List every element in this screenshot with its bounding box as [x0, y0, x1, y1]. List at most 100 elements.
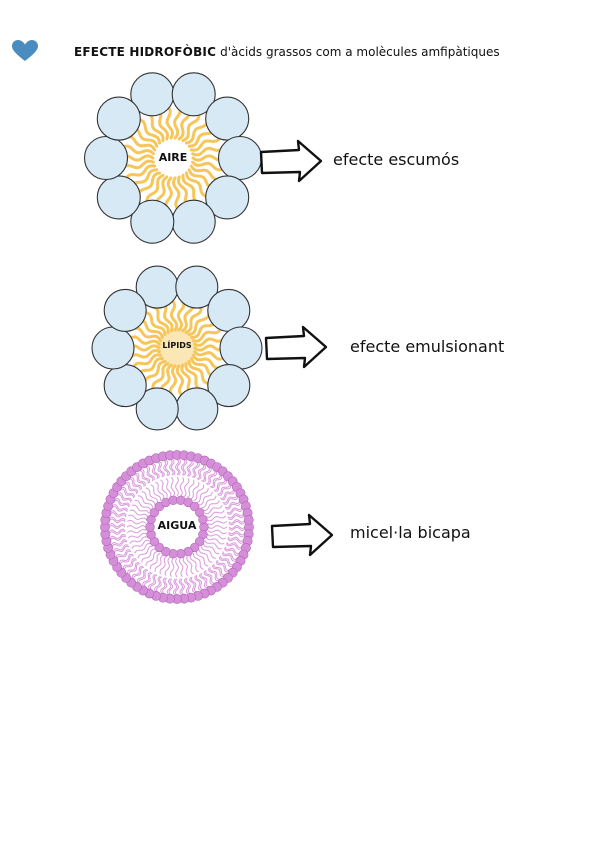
lipid-tail: [228, 520, 246, 526]
lipid-tail: [145, 550, 158, 567]
lipid-tail: [140, 468, 151, 483]
lipid-tail: [183, 478, 190, 498]
lipid-tail: [183, 578, 190, 595]
fatty-acid-tail: [145, 111, 165, 143]
fatty-acid-tail: [193, 336, 226, 347]
polar-head: [96, 96, 141, 141]
lipid-tail: [126, 525, 147, 529]
lipid-tail: [185, 577, 191, 595]
lipid-tail: [225, 543, 242, 550]
bilayer-micelle-diagram: AIGUA: [100, 450, 254, 604]
fatty-acid-tail: [189, 164, 222, 182]
fatty-acid-tail: [173, 104, 182, 140]
lipid-tail: [209, 567, 221, 581]
fatty-acid-tail: [191, 160, 226, 172]
fatty-acid-tail: [175, 364, 185, 398]
lipid-tail: [116, 550, 132, 560]
fatty-acid-tail: [187, 310, 211, 337]
lipid-tail: [128, 478, 141, 491]
fatty-acid-tail: [143, 359, 167, 386]
lipid-tail: [209, 474, 221, 488]
lipid-tail: [202, 543, 220, 555]
lipid-tail: [178, 557, 184, 578]
lipid-tail: [175, 476, 179, 497]
lipid-tail: [108, 524, 126, 530]
result-label-emulsion: efecte emulsionant: [350, 337, 505, 356]
lipid-tail: [214, 480, 227, 492]
polar-head: [171, 199, 216, 244]
fatty-acid-tail: [151, 304, 170, 334]
polar-head: [171, 72, 216, 117]
lipid-tail: [205, 570, 215, 584]
lipid-tail: [125, 481, 139, 493]
lipid-tail: [112, 544, 129, 552]
result-label-foam: efecte escumós: [333, 150, 460, 169]
lipid-tail: [149, 552, 161, 570]
fatty-acid-tail: [145, 173, 165, 205]
lipid-tail: [168, 458, 174, 476]
lipid-tail: [170, 458, 176, 476]
lipid-tail: [116, 494, 132, 503]
fatty-acid-tail: [131, 326, 163, 343]
polar-heads: [91, 265, 263, 431]
lipid-tail: [193, 484, 205, 502]
lipid-tail: [159, 555, 168, 575]
lipid-tail: [222, 494, 238, 504]
lipid-tail: [134, 499, 152, 511]
lipid-tail: [131, 539, 150, 549]
lipid-tail: [182, 459, 188, 476]
lipid-tail: [144, 466, 154, 482]
lipid-tail: [141, 491, 156, 506]
lipid-tail: [227, 513, 245, 519]
lipid-tail: [129, 509, 149, 518]
lipid-tail: [176, 458, 182, 476]
fatty-acid-tail: [184, 304, 203, 334]
lipid-tail: [228, 526, 246, 532]
polar-head: [83, 135, 129, 181]
lipid-tail: [213, 563, 226, 576]
arrow-right-icon: [259, 139, 323, 183]
lipid-tail: [154, 554, 164, 573]
lipid-tail: [127, 562, 140, 574]
polar-head: [175, 265, 219, 309]
fatty-acid-tail: [124, 134, 157, 152]
lipid-tail: [109, 533, 126, 540]
fatty-acid-tail: [181, 173, 201, 205]
lipid-tail: [128, 514, 148, 521]
lipid-tail: [109, 516, 126, 522]
lipid-tail: [198, 548, 213, 563]
lipid-tail: [144, 572, 153, 588]
arrow-right-icon: [264, 325, 328, 369]
lipid-tail: [109, 518, 126, 524]
lipid-tail: [193, 553, 204, 570]
lipid-tail: [205, 470, 216, 485]
lipid-tail: [202, 467, 212, 483]
title-bold: EFECTE HIDROFÒBIC: [74, 45, 217, 59]
lipid-tail: [175, 557, 179, 578]
lipid-tail: [122, 558, 136, 569]
lipid-tail: [127, 532, 147, 539]
lipid-tail: [227, 538, 244, 544]
lipid-tail: [155, 481, 165, 500]
lipid-tail: [203, 500, 220, 511]
lipid-tail: [228, 532, 245, 538]
lipid-tail: [227, 536, 244, 542]
lipid-tail: [168, 578, 174, 595]
lipid-tail: [193, 462, 200, 479]
lipid-tail: [186, 479, 195, 499]
fatty-acid-tail: [120, 144, 155, 156]
lipid-tail: [207, 520, 228, 526]
lipid-tail: [131, 565, 143, 579]
lipid-tail: [174, 578, 180, 596]
lipid-tail: [152, 462, 160, 479]
center-label: AIGUA: [158, 519, 197, 532]
polar-head: [130, 199, 175, 244]
lipid-tail: [191, 461, 199, 478]
lipid-tail: [206, 510, 225, 518]
lipid-tail: [206, 533, 226, 540]
lipid-tail: [155, 576, 163, 593]
fatty-acid-tail: [128, 335, 161, 346]
fatty-acid-tail: [191, 145, 226, 157]
lipid-tail: [216, 559, 230, 571]
lipid-tail: [133, 566, 145, 580]
